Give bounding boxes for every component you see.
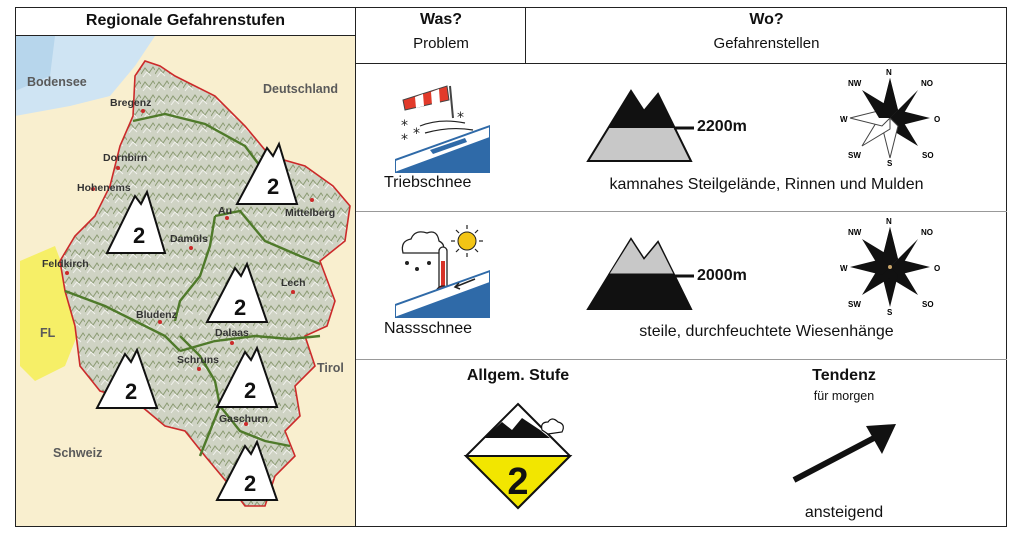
row-divider — [356, 211, 1007, 212]
label-tirol: Tirol — [317, 361, 344, 375]
svg-text:*: * — [401, 118, 408, 134]
svg-text:O: O — [934, 115, 940, 124]
place-label: Bregenz — [110, 97, 151, 109]
svg-text:SO: SO — [922, 300, 934, 309]
problem-name: Triebschnee — [384, 174, 472, 191]
header-was: Was? Problem — [356, 7, 526, 63]
region-borders — [64, 112, 321, 457]
general-level-title: Allgem. Stufe — [466, 367, 570, 384]
header-was-title: Was? — [419, 11, 463, 28]
mountain-icon — [215, 439, 279, 501]
place-label: Mittelberg — [285, 207, 335, 219]
mountain-icon — [215, 345, 279, 408]
place-label: Lech — [281, 277, 306, 289]
svg-text:N: N — [886, 217, 892, 226]
header-wo-title: Wo? — [749, 11, 784, 28]
svg-text:SO: SO — [922, 151, 934, 160]
svg-text:S: S — [887, 308, 893, 317]
danger-level-icon: 2 — [463, 402, 573, 510]
svg-text:NO: NO — [921, 79, 933, 88]
svg-text:2: 2 — [244, 471, 256, 496]
aspect-rose-icon: N NO O SO S SW W NW — [840, 217, 940, 317]
svg-text:NW: NW — [848, 79, 862, 88]
svg-text:N: N — [886, 68, 892, 77]
mountain-icon — [235, 141, 299, 205]
mountain-icon — [95, 347, 159, 409]
problem-location: steile, durchfeuchtete Wiesenhänge — [639, 323, 894, 340]
map-title: Regionale Gefahrenstufen — [15, 7, 355, 36]
svg-text:2: 2 — [267, 174, 279, 199]
tendency-value: ansteigend — [804, 504, 884, 521]
place-label: Au — [218, 205, 232, 217]
svg-text:*: * — [457, 110, 464, 126]
tendency-title: Tendenz — [812, 367, 876, 384]
svg-text:NW: NW — [848, 228, 862, 237]
svg-text:SW: SW — [848, 300, 861, 309]
place-label: Schruns — [177, 354, 219, 366]
label-deutschland: Deutschland — [263, 82, 338, 96]
header-divider — [525, 7, 526, 63]
region-badge: 2 — [215, 439, 279, 501]
svg-text:S: S — [887, 159, 893, 168]
region-badge: 2 — [235, 141, 299, 205]
place-label: Feldkirch — [42, 258, 89, 270]
tendency-subtitle: für morgen — [813, 389, 875, 403]
label-bodensee: Bodensee — [27, 75, 87, 89]
wet-snow-icon — [395, 225, 490, 318]
place-label: Hohenems — [77, 182, 131, 194]
svg-text:W: W — [840, 115, 848, 124]
row-divider — [356, 359, 1007, 360]
arrow-up-right-icon — [792, 424, 896, 483]
svg-text:2: 2 — [125, 379, 137, 404]
header-gefahrenstellen-subtitle: Gefahrenstellen — [713, 35, 820, 52]
region-badge: 2 — [95, 347, 159, 409]
aspect-rose-icon: N NO O SO S SW W NW — [840, 68, 940, 168]
elevation-value: 2000m — [697, 267, 747, 284]
region-badge: 2 — [205, 261, 269, 323]
regional-danger-map: Regionale Gefahrenstufen — [15, 7, 356, 527]
mountain-icon — [105, 189, 167, 254]
place-label: Gaschurn — [219, 413, 268, 425]
place-label: Dalaas — [215, 327, 249, 339]
svg-text:*: * — [413, 126, 420, 142]
place-label: Dornbirn — [103, 152, 147, 164]
place-label: Damüls — [170, 233, 208, 245]
label-fl: FL — [40, 326, 56, 340]
map-graphic: Bodensee Deutschland Tirol Schweiz FL Br… — [15, 36, 355, 527]
header-wo: Wo? Gefahrenstellen — [526, 7, 1007, 63]
mountain-icon — [205, 261, 269, 323]
bulletin-frame — [15, 7, 1007, 527]
elevation-below-icon — [586, 237, 694, 310]
region-badge: 2 — [215, 345, 279, 408]
elevation-above-icon — [586, 89, 694, 162]
problem-name: Nassschnee — [384, 320, 473, 337]
elevation-value: 2200m — [697, 118, 747, 135]
place-dots — [65, 109, 314, 426]
svg-text:O: O — [934, 264, 940, 273]
place-label: Bludenz — [136, 309, 177, 321]
problem-location: kamnahes Steilgelände, Rinnen und Mulden — [609, 176, 924, 193]
svg-text:*: * — [401, 132, 408, 148]
header-problem-subtitle: Problem — [413, 35, 469, 52]
svg-text:2: 2 — [133, 223, 145, 248]
wind-slab-icon: * * * * — [395, 85, 490, 173]
svg-text:2: 2 — [244, 378, 256, 403]
svg-text:NO: NO — [921, 228, 933, 237]
svg-text:2: 2 — [234, 295, 246, 320]
header-bottom-rule — [356, 63, 1007, 64]
danger-level-number: 2 — [507, 461, 528, 503]
svg-text:W: W — [840, 264, 848, 273]
region-badge: 2 — [105, 189, 167, 254]
svg-text:SW: SW — [848, 151, 861, 160]
label-schweiz: Schweiz — [53, 446, 102, 460]
